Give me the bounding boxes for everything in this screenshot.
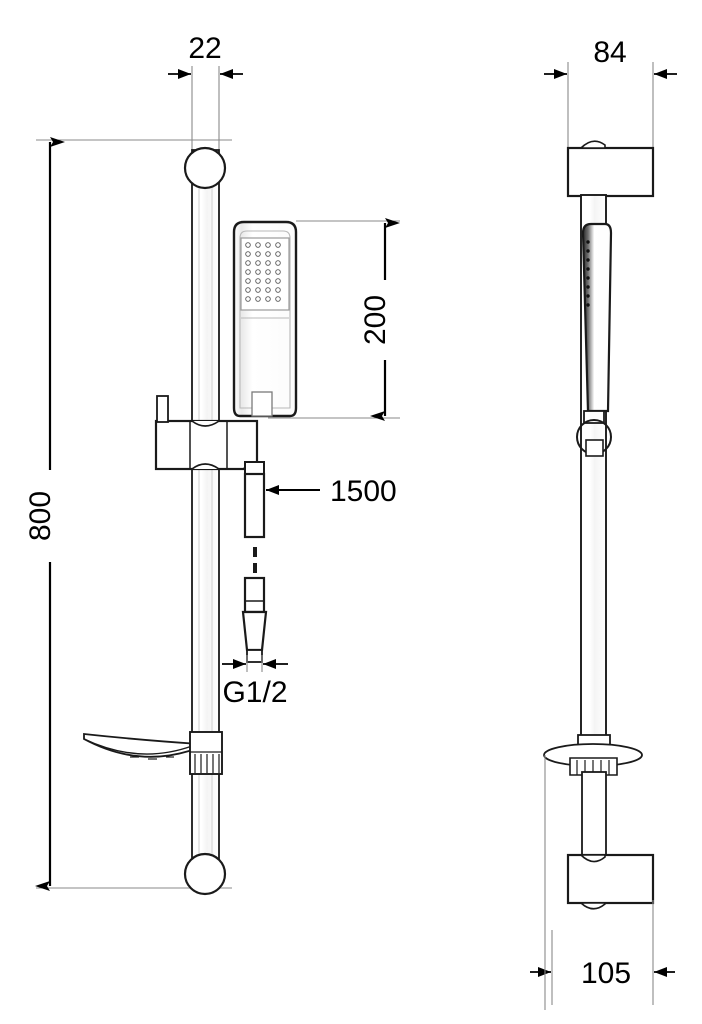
dimension-hose-length: 1500	[266, 475, 397, 508]
handshower-button	[251, 391, 273, 417]
bottom-bracket-saddle	[579, 854, 606, 863]
soap-dish-rim	[83, 738, 193, 755]
hose-thread-nut	[246, 649, 263, 663]
dimension-label-800: 800	[24, 491, 57, 541]
bottom-bracket-body	[566, 853, 655, 905]
dimension-label-84: 84	[593, 36, 626, 69]
front-view: 800 22	[24, 32, 404, 896]
bottom-wall-bracket	[566, 853, 655, 910]
dimension-handshower-height: 200	[268, 218, 404, 421]
side-spray-holes	[586, 240, 590, 307]
hand-shower-head	[232, 220, 298, 418]
top-bracket-nub	[579, 140, 606, 149]
adjustable-holder-bracket	[154, 395, 259, 471]
side-soap-dish	[543, 734, 643, 861]
rail-top-cap	[183, 146, 227, 190]
bottom-bracket-nub	[578, 902, 606, 910]
side-hand-shower	[581, 222, 613, 424]
dimension-label-22: 22	[188, 32, 221, 65]
side-handshower-body	[581, 222, 613, 413]
shower-rail-bar	[191, 149, 220, 889]
side-lower-rail	[581, 771, 607, 861]
soap-dish-drain-slots	[130, 756, 174, 760]
rail-bar-body	[191, 149, 220, 889]
top-bracket-body	[566, 146, 655, 198]
holder-body	[154, 419, 259, 471]
flexible-shower-hose	[241, 461, 268, 663]
dimension-total-height: 800	[24, 137, 70, 891]
side-view: 84	[530, 36, 677, 1010]
dimension-thread: G1/2	[222, 655, 288, 709]
hose-cone-connector	[241, 610, 268, 652]
holder-bottom-notch	[191, 463, 220, 470]
label-bg-200	[366, 280, 404, 360]
rail-bottom-cap	[183, 852, 227, 896]
holder-top-notch	[191, 420, 220, 427]
side-collar-block	[585, 439, 604, 457]
handshower-inner-outline	[239, 230, 291, 409]
hose-collar-top	[244, 461, 265, 475]
hose-lower-segment	[243, 576, 266, 614]
top-wall-bracket	[566, 140, 655, 203]
dimension-label-1500: 1500	[330, 475, 397, 508]
dimension-side-bottom-width: 105	[530, 900, 675, 1005]
label-bg-800	[30, 470, 70, 562]
dimension-label-thread: G1/2	[222, 676, 287, 709]
dimension-side-top-width: 84	[544, 36, 677, 152]
spray-face-perforations	[245, 242, 281, 302]
dimension-label-200: 200	[359, 295, 392, 345]
hose-upper-segment	[243, 472, 266, 539]
dimension-bar-width: 22	[168, 32, 243, 152]
soap-dish-shelf	[83, 731, 223, 775]
dimension-label-105: 105	[581, 957, 631, 990]
holder-lever	[156, 395, 169, 423]
soap-dish-collar-ribs	[190, 751, 222, 773]
